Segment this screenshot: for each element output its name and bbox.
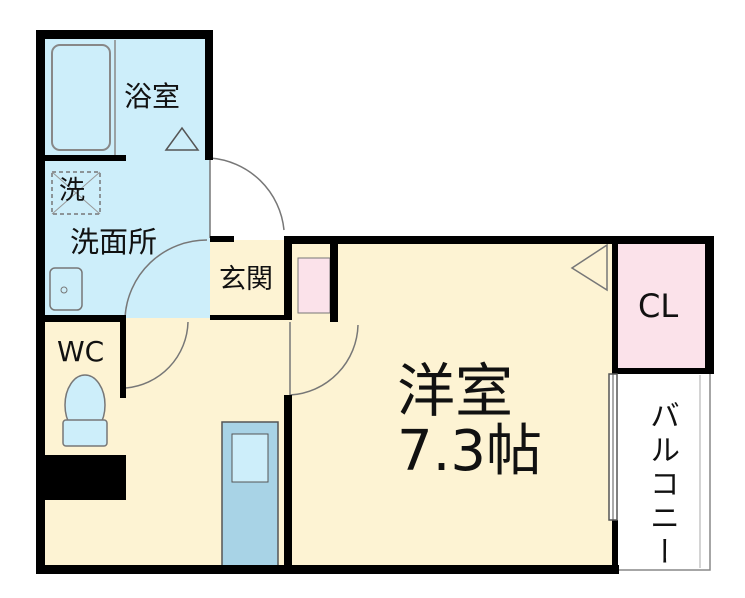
washer-label: 洗 xyxy=(59,176,86,206)
walls xyxy=(36,30,714,574)
basin-drain xyxy=(60,286,68,294)
washer-spot xyxy=(51,171,101,215)
door-swing-washroom xyxy=(209,157,285,238)
bathtub xyxy=(51,44,111,151)
closet-fill xyxy=(615,238,710,368)
entrance-label: 玄関 xyxy=(219,264,273,295)
door-swing-room xyxy=(289,322,359,396)
wash-basin xyxy=(49,267,83,311)
toilet-tank xyxy=(62,419,108,447)
bath-vent-mark xyxy=(164,126,200,151)
closet-label: CL xyxy=(638,287,679,325)
bath-label: 浴室 xyxy=(124,80,181,113)
kitchen-sink xyxy=(231,433,269,483)
western-room-label: 洋室 xyxy=(397,357,514,425)
balcony-outline xyxy=(614,372,711,571)
western-room-size: 7.3帖 xyxy=(397,419,543,484)
washer-cross-2 xyxy=(51,171,101,215)
closet-door-mark xyxy=(570,243,608,292)
western-room-fill xyxy=(285,240,615,570)
washroom-label: 洗面所 xyxy=(70,225,158,259)
shoe-cabinet xyxy=(297,257,331,314)
door-swing-washroom-inner xyxy=(124,239,208,319)
toilet-label: WC xyxy=(57,335,105,368)
balcony-label: バルコニー xyxy=(644,400,679,570)
